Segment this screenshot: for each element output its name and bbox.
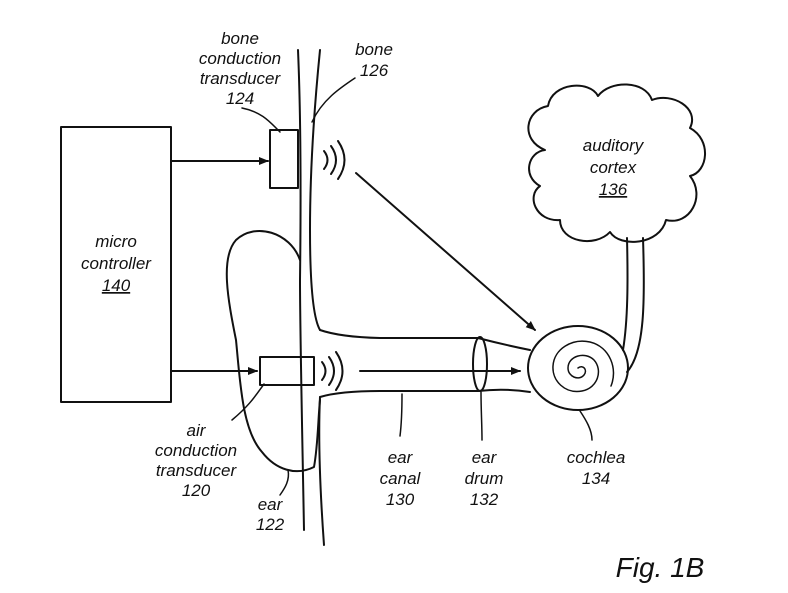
bone-to-cochlea-arrow — [355, 172, 536, 331]
micro-controller-label-1: micro — [95, 232, 137, 251]
micro-controller-ref: 140 — [102, 276, 131, 295]
auditory-cortex-ref: 136 — [599, 180, 628, 199]
auditory-cortex: auditory cortex 136 — [527, 83, 706, 243]
auditory-nerve — [622, 237, 645, 373]
ear-drum-label-1: ear — [472, 448, 498, 467]
air-transducer-ref: 120 — [182, 481, 211, 500]
ear-leader — [279, 469, 290, 496]
ear-ref: 122 — [256, 515, 285, 534]
ear-canal-label-1: ear — [388, 448, 414, 467]
air-transducer-label-3: transducer — [156, 461, 238, 480]
ear-canal-leader — [399, 393, 403, 437]
bone-ref: 126 — [360, 61, 389, 80]
outer-ear — [225, 230, 321, 472]
bone-sound-waves-icon — [323, 140, 346, 180]
air-transducer-label-1: air — [187, 421, 207, 440]
bone-conduction-transducer — [269, 129, 299, 189]
ear-drum — [472, 336, 488, 392]
cochlea-ref: 134 — [582, 469, 610, 488]
cochlea-spiral-icon — [552, 340, 615, 393]
ear-canal — [319, 329, 531, 398]
air-transducer-label-2: conduction — [155, 441, 237, 460]
cochlea-leader — [579, 410, 593, 441]
cochlea-label: cochlea — [567, 448, 626, 467]
ear-canal-ref: 130 — [386, 490, 415, 509]
ear-drum-leader — [480, 391, 483, 441]
bone-transducer-label-2: conduction — [199, 49, 281, 68]
cochlea — [527, 325, 629, 411]
ear-drum-label-2: drum — [465, 469, 504, 488]
bone-transducer-label-1: bone — [221, 29, 259, 48]
bone-label: bone — [355, 40, 393, 59]
auditory-cortex-label-1: auditory — [583, 136, 645, 155]
micro-controller-label-2: controller — [81, 254, 152, 273]
bone-transducer-label-3: transducer — [200, 69, 282, 88]
ear-label: ear — [258, 495, 284, 514]
air-conduction-transducer — [259, 356, 315, 386]
bone-leader — [311, 77, 356, 123]
figure-label: Fig. 1B — [616, 552, 705, 583]
air-sound-waves-icon — [321, 351, 344, 391]
micro-controller-block: micro controller 140 — [60, 126, 172, 403]
ear-drum-ref: 132 — [470, 490, 499, 509]
ear-canal-label-2: canal — [380, 469, 422, 488]
auditory-cortex-label-2: cortex — [590, 158, 637, 177]
air-transducer-leader — [231, 383, 265, 421]
bone-transducer-ref: 124 — [226, 89, 254, 108]
bone-transducer-leader — [241, 107, 281, 133]
